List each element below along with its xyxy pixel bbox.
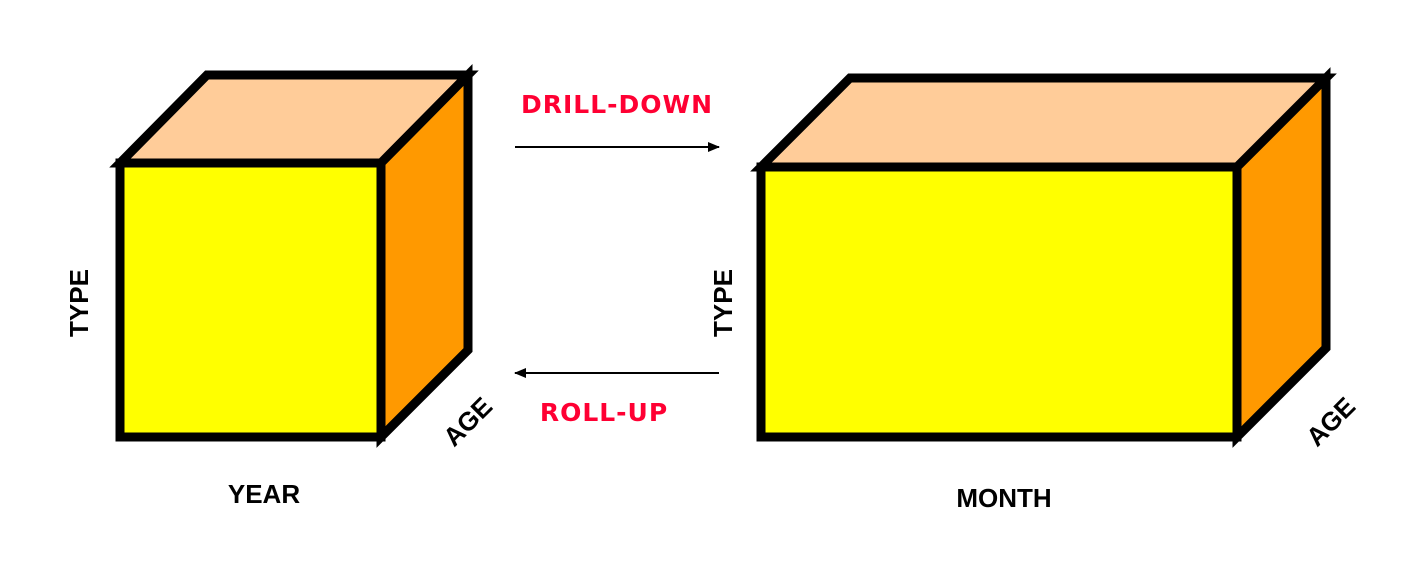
left-cube (109, 64, 479, 448)
right-cube-front-face (756, 162, 1242, 442)
right-cube-age-label: AGE (1300, 391, 1361, 452)
left-cube-year-label: YEAR (228, 479, 300, 509)
left-cube-age-label: AGE (437, 391, 498, 452)
right-cube-month-label: MONTH (956, 483, 1051, 513)
roll-up-label: ROLL-UP (540, 398, 668, 427)
right-cube (750, 67, 1337, 448)
left-cube-front-face (115, 158, 386, 442)
right-cube-top-face (750, 73, 1337, 172)
drill-down-label: DRILL-DOWN (521, 90, 713, 119)
right-cube-type-label: TYPE (708, 269, 738, 337)
left-cube-type-label: TYPE (64, 269, 94, 337)
